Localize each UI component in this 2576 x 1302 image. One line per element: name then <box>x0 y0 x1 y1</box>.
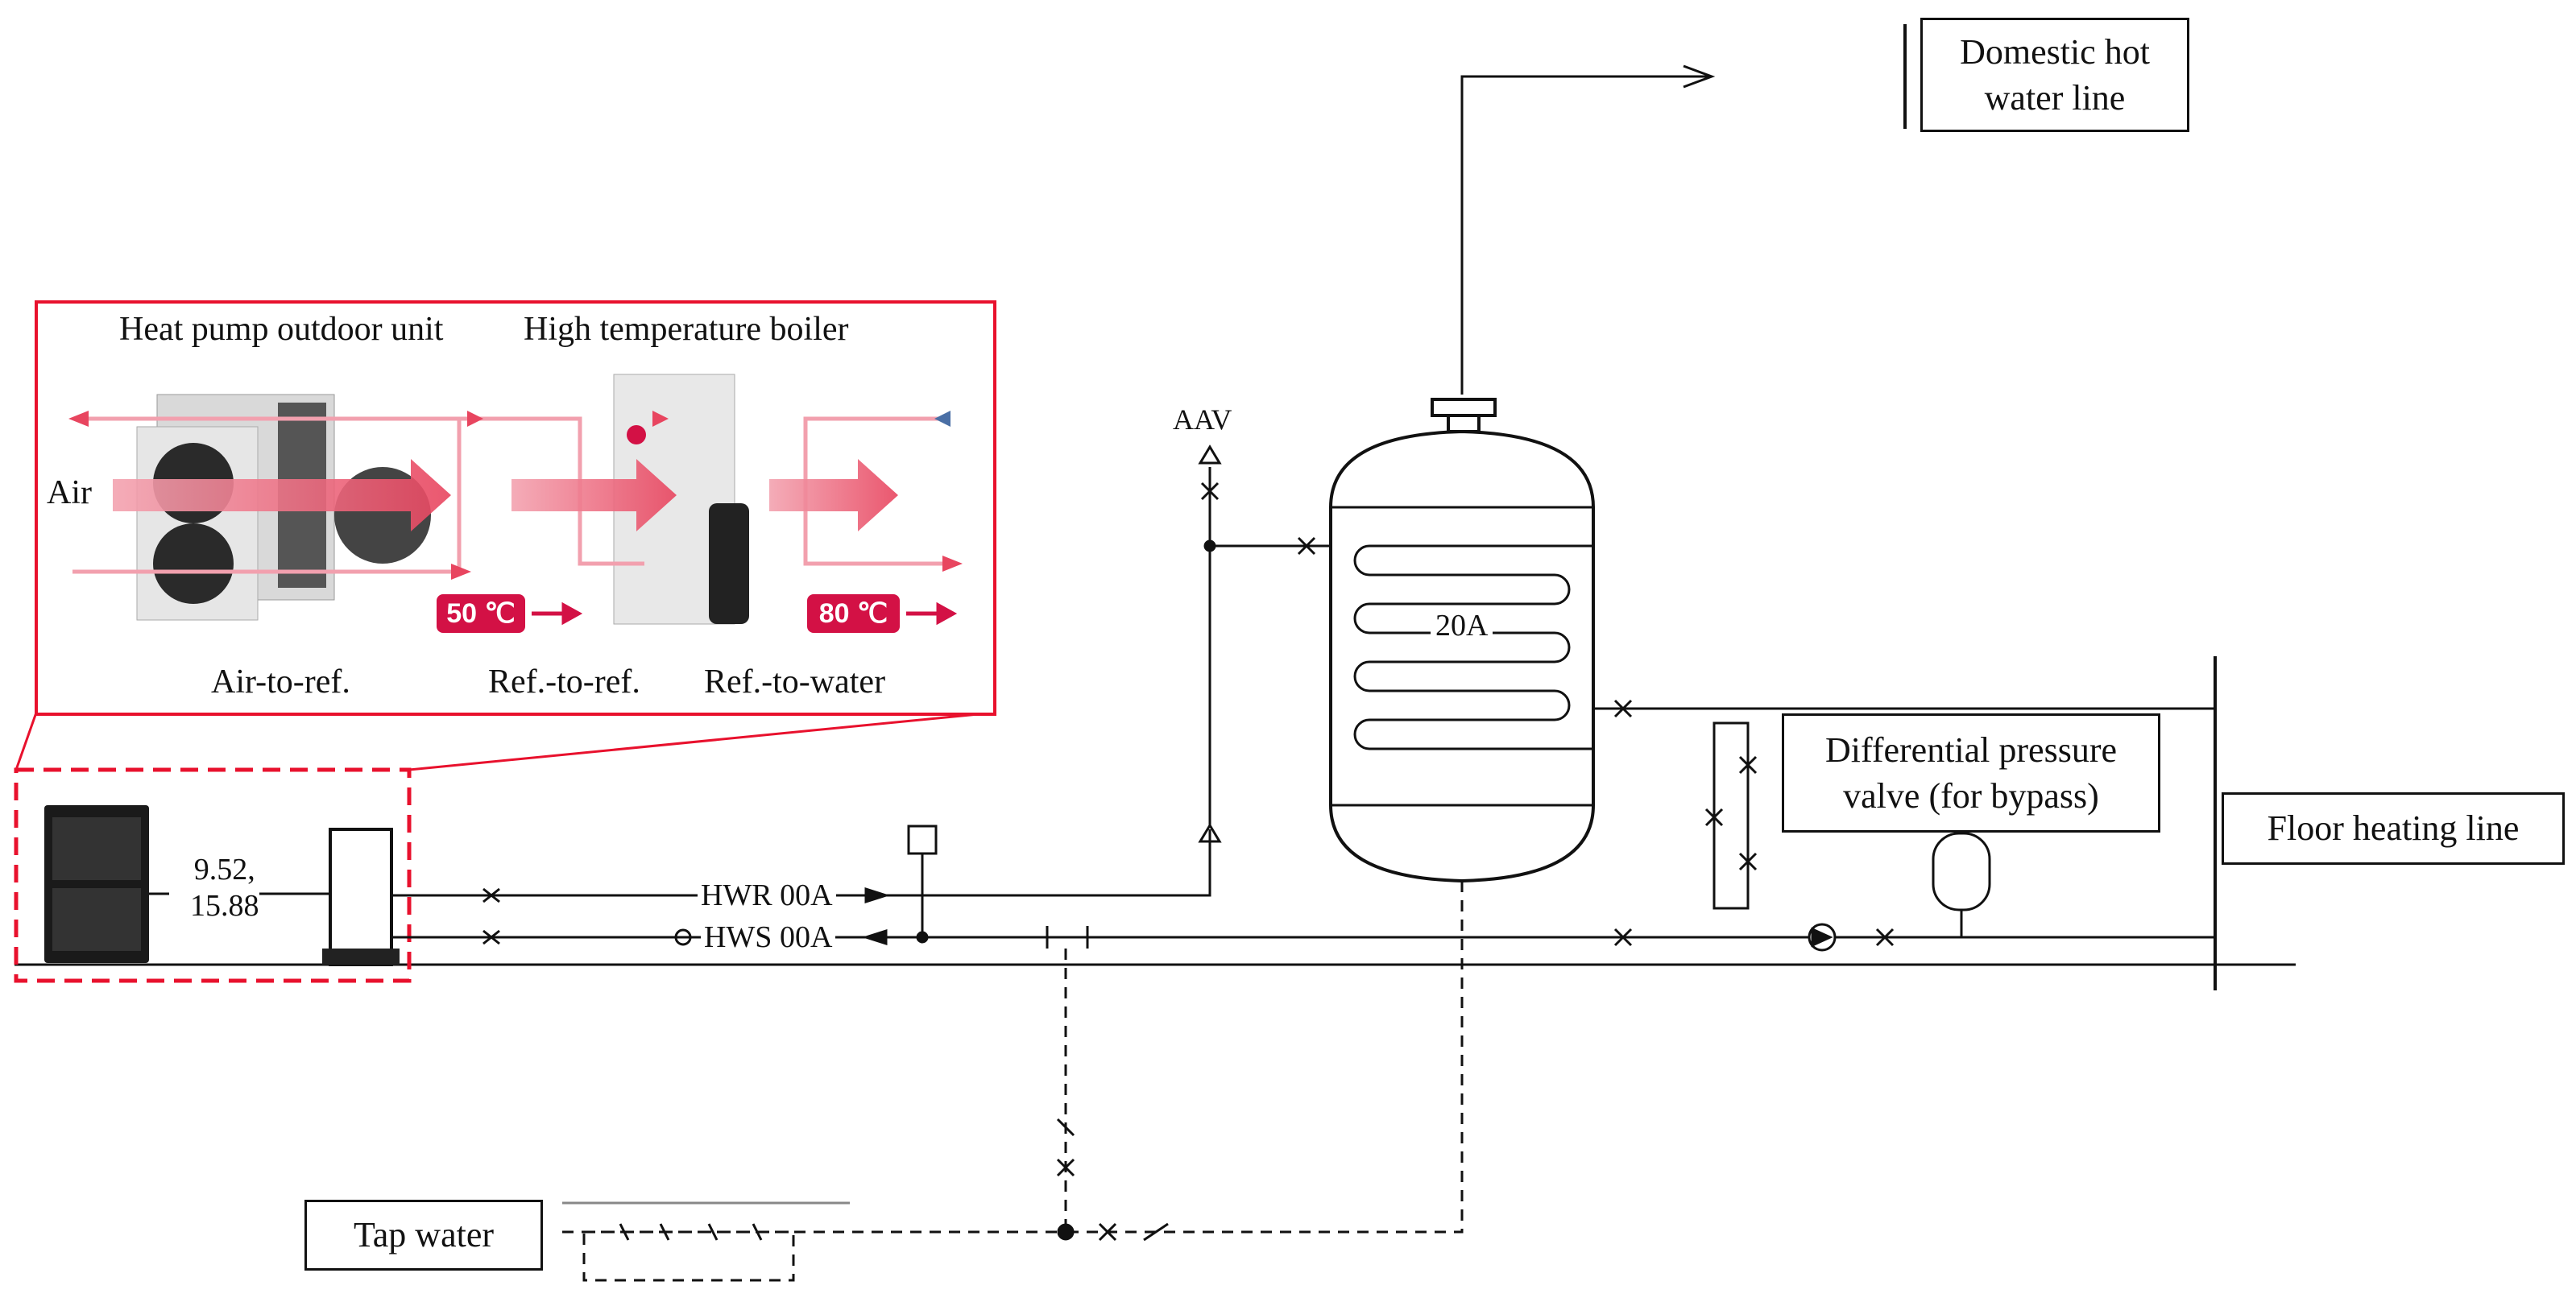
aav-line <box>1198 444 1331 894</box>
tap-water-branch <box>562 949 1067 1282</box>
stage-air-to-ref: Air-to-ref. <box>211 663 350 701</box>
hwr-label: HWR 00A <box>698 878 836 914</box>
storage-tank <box>1329 398 1595 883</box>
tap-water-supply-dashed <box>1063 881 1464 1234</box>
heating-coil <box>1353 544 1593 750</box>
aav-label: AAV <box>1173 403 1232 436</box>
domestic-hot-water-line-box: Domestic hot water line <box>1920 18 2189 132</box>
floor-heating-line-label: Floor heating line <box>2267 808 2520 849</box>
domestic-hot-water-pipe <box>1460 24 1907 395</box>
temp-badge-50: 50 ℃ <box>437 594 525 633</box>
tap-water-box: Tap water <box>304 1200 543 1271</box>
outdoor-unit-small <box>44 805 169 963</box>
equipment-outline <box>14 711 996 983</box>
flow-arrows <box>113 459 898 531</box>
heat-pump-title: Heat pump outdoor unit <box>119 311 444 348</box>
boiler-unit-small <box>242 828 451 966</box>
tap-water-fittings <box>562 1118 1169 1242</box>
hwr-hws-pipes <box>14 656 2296 990</box>
coil-size-label: 20A <box>1431 608 1493 644</box>
hws-label: HWS 00A <box>701 920 836 956</box>
temp-badge-80: 80 ℃ <box>807 594 900 633</box>
tap-water-label: Tap water <box>353 1215 495 1255</box>
differential-pressure-valve-label: Differential pressure valve (for bypass) <box>1824 730 2118 816</box>
boiler-title: High temperature boiler <box>524 311 849 348</box>
pipe-size-label: 9.52, 15.88 <box>190 852 259 924</box>
stage-ref-to-water: Ref.-to-water <box>704 663 886 701</box>
stage-ref-to-ref: Ref.-to-ref. <box>488 663 640 701</box>
temp-arrows <box>532 601 958 626</box>
floor-heating-line-box: Floor heating line <box>2222 792 2565 865</box>
domestic-hot-water-line-label: Domestic hot water line <box>1960 31 2150 118</box>
air-label: Air <box>47 474 92 511</box>
differential-pressure-valve-box: Differential pressure valve (for bypass) <box>1782 713 2160 833</box>
